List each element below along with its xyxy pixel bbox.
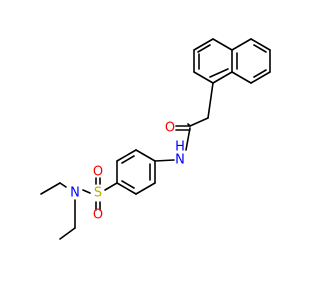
amide-nitrogen-label: N [175,153,185,168]
bond [116,149,137,162]
bond [154,159,175,162]
bond [212,71,233,84]
bond-inner [121,155,135,164]
bond [135,149,156,162]
bond [193,71,214,84]
bond [189,117,209,127]
bond [135,182,156,195]
sulfonyl-oxygen-bottom-label: O [93,208,103,223]
atom-labels: O N H S O O N [70,121,185,223]
bond-inner [253,44,267,53]
bond [59,182,67,188]
sulfur-label: S [94,186,102,201]
bond-inner [253,69,267,78]
bond-inner [197,44,211,53]
structure-diagram: O N H S O O N [40,38,271,240]
bond-inner [121,180,135,189]
sulfonamide-nitrogen-label: N [70,186,80,201]
amide-hydrogen-label: H [175,140,185,155]
bond [116,182,137,195]
bond [212,38,233,51]
bond [40,182,61,195]
bond [250,38,271,51]
sulfonyl-oxygen-top-label: O [93,165,103,180]
bond [59,227,76,240]
bond [185,127,191,151]
bond [207,82,214,119]
carbonyl-oxygen-label: O [165,121,175,136]
bond [231,71,252,84]
bond [104,182,118,191]
bond [82,189,91,194]
bond-inner [209,68,229,78]
bonds [40,38,271,240]
bond [193,38,214,51]
bond [250,71,271,84]
bond [231,38,252,51]
